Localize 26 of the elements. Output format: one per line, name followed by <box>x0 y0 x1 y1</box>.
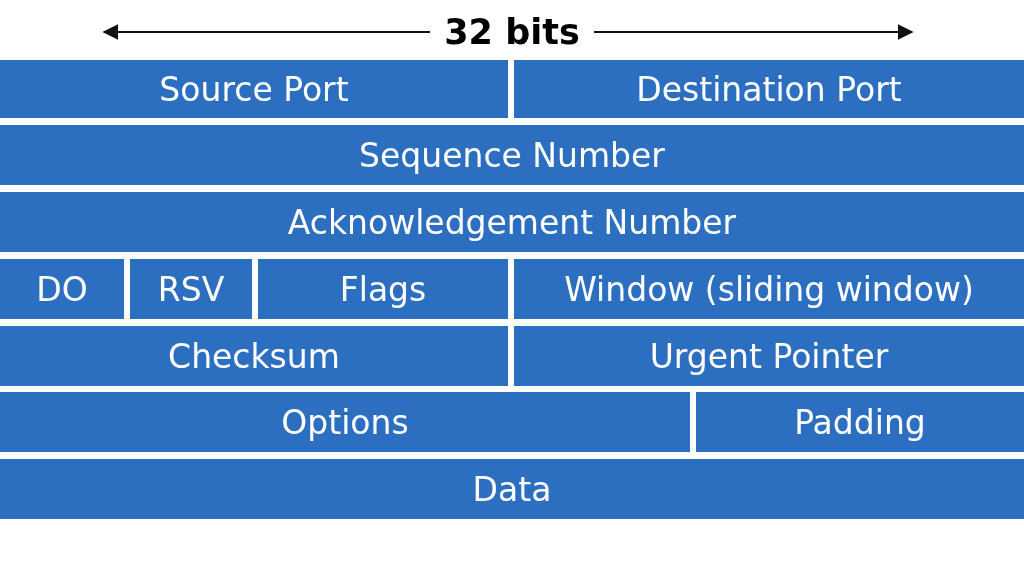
header-field <box>0 392 690 452</box>
field-name: Urgent Pointer <box>649 336 889 376</box>
header-field <box>514 326 1024 386</box>
header-field <box>130 259 252 319</box>
field-name: DO <box>36 269 88 309</box>
field-name: Checksum <box>168 336 340 376</box>
header-field <box>0 259 124 319</box>
header-field <box>514 60 1024 118</box>
field-name: Window (sliding window) <box>564 269 974 309</box>
field-name: Options <box>281 402 409 442</box>
header-field <box>0 459 1024 519</box>
field-name: Source Port <box>159 69 349 109</box>
header-field <box>0 326 508 386</box>
header-field <box>514 259 1024 319</box>
field-name: Sequence Number <box>359 135 665 175</box>
field-name: Padding <box>794 402 926 442</box>
header-field <box>696 392 1024 452</box>
header-field <box>0 60 508 118</box>
field-name: Data <box>472 469 552 509</box>
field-name: Destination Port <box>636 69 902 109</box>
header-field <box>258 259 508 319</box>
field-name: RSV <box>157 269 225 309</box>
header-field <box>0 192 1024 252</box>
field-name: Flags <box>339 269 427 309</box>
header-field <box>0 125 1024 185</box>
field-name: Acknowledgement Number <box>287 202 737 242</box>
